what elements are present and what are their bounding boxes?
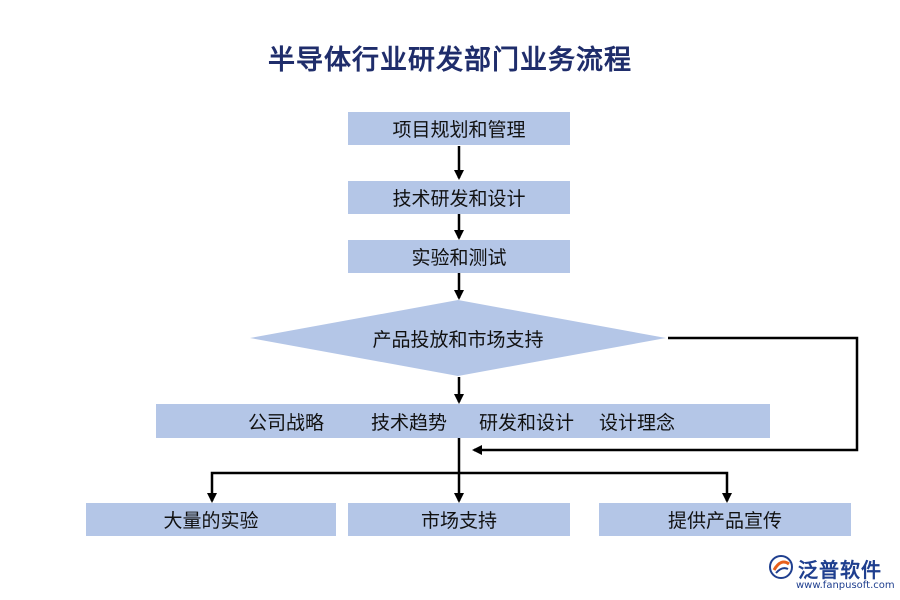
factor-design-concept: 设计理念 [599,411,676,434]
page-title: 半导体行业研发部门业务流程 [268,45,632,76]
logo-mark-icon [769,555,793,579]
factor-tech-trend: 技术趋势 [371,411,448,434]
outcome-product-promo: 提供产品宣传 [599,503,851,536]
step-experiment-test: 实验和测试 [348,240,570,273]
branch-right [459,471,732,503]
feedback-loop [472,336,859,455]
branch-left [207,471,459,503]
factor-rnd-design: 研发和设计 [479,411,575,434]
factor-strategy: 公司战略 [248,411,325,434]
factors-bar: 公司战略 技术趋势 研发和设计 设计理念 [156,404,770,438]
step-tech-rnd: 技术研发和设计 [348,181,570,214]
logo-name: 泛普软件 [798,558,882,582]
step-project-planning: 项目规划和管理 [348,112,570,145]
outcome-experiments: 大量的实验 [86,503,336,536]
outcome-market-support: 市场支持 [348,503,570,536]
logo-url: www.fanpusoft.com [796,580,895,591]
decision-label: 产品投放和市场支持 [372,328,544,351]
brand-logo: 泛普软件 www.fanpusoft.com [768,552,895,596]
decision-diamond [250,300,666,376]
